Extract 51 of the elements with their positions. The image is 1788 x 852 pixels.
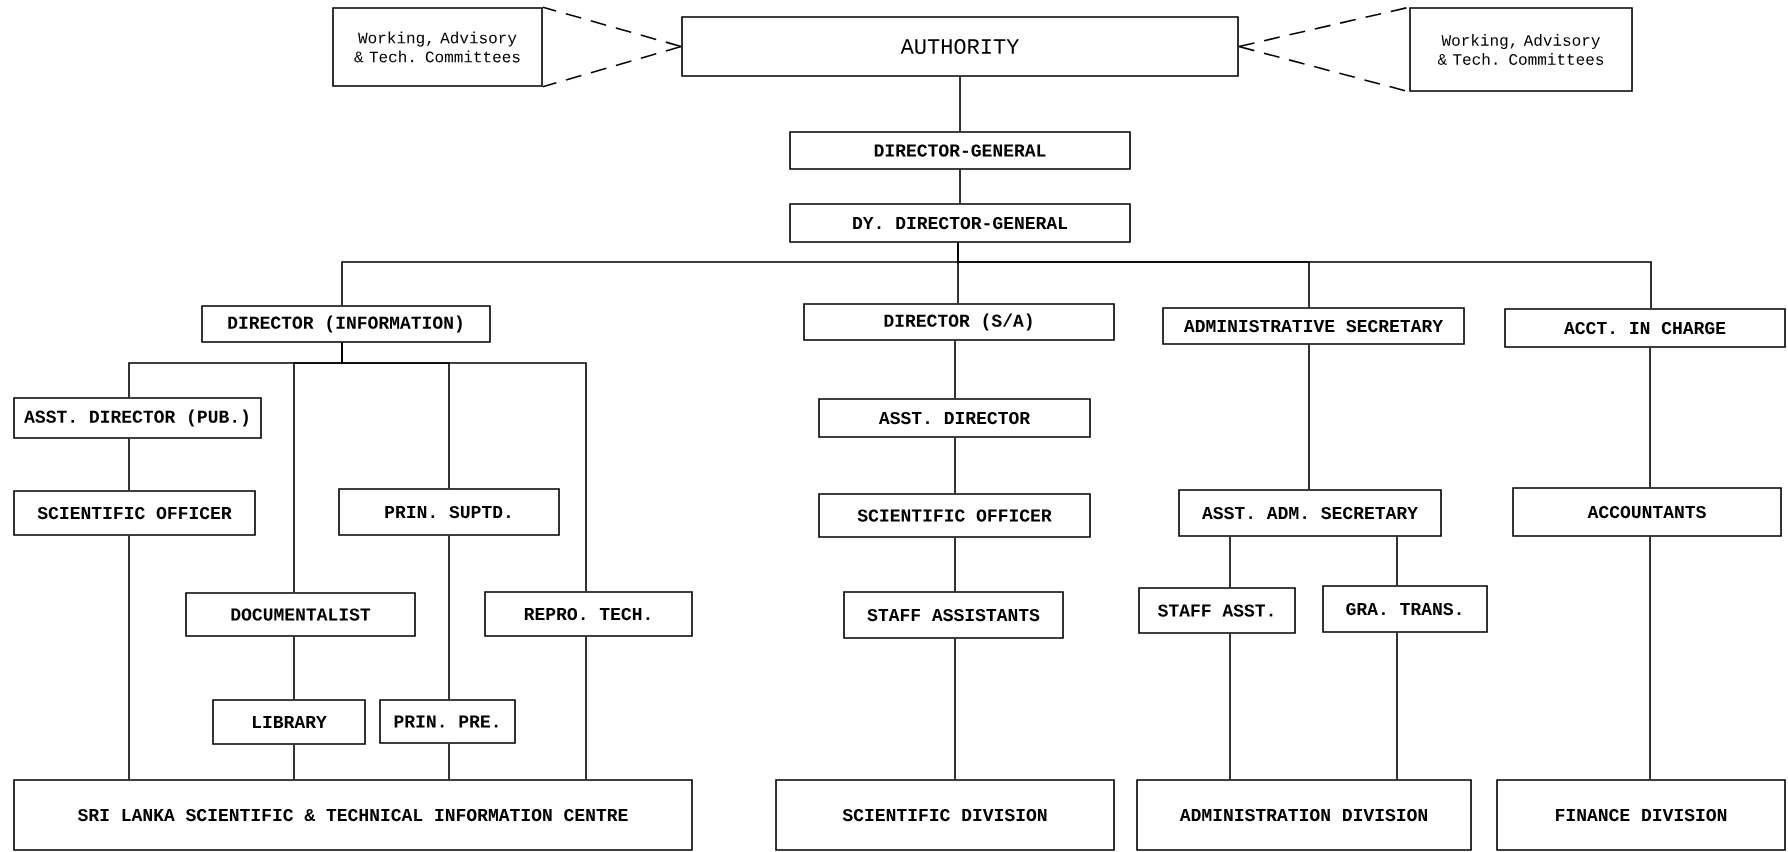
connector-line: [1649, 347, 1651, 488]
connector-line: [1396, 632, 1398, 780]
connector-line: [954, 340, 956, 399]
position-box: SCIENTIFIC OFFICER: [13, 490, 256, 536]
committee-box: Working, Advisory & Tech. Committees: [332, 7, 543, 87]
position-box: PRIN. SUPTD.: [338, 488, 560, 536]
position-box: ASST. DIRECTOR: [818, 398, 1091, 438]
position-box: ACCT. IN CHARGE: [1504, 308, 1786, 348]
connector-line: [448, 535, 450, 700]
division-box: FINANCE DIVISION: [1496, 779, 1786, 851]
position-box: DOCUMENTALIST: [185, 592, 416, 637]
position-box: ADMINISTRATIVE SECRETARY: [1162, 307, 1465, 345]
connector-line: [128, 535, 130, 780]
position-box: STAFF ASST.: [1138, 587, 1296, 634]
division-box: SRI LANKA SCIENTIFIC & TECHNICAL INFORMATION CENTRE: [13, 779, 693, 851]
division-box: ADMINISTRATION DIVISION: [1136, 779, 1472, 851]
position-box: GRA. TRANS.: [1322, 585, 1488, 633]
connector-line: [1396, 536, 1398, 586]
position-box: ASST. DIRECTOR (PUB.): [13, 397, 262, 439]
connector-line: [957, 242, 1652, 309]
connector-line: [293, 744, 295, 780]
connector-line: [1229, 536, 1231, 588]
connector-line: [585, 636, 587, 780]
position-box: LIBRARY: [212, 699, 366, 745]
position-box: STAFF ASSISTANTS: [843, 591, 1064, 639]
position-box: PRIN. PRE.: [379, 699, 516, 744]
position-box: AUTHORITY: [681, 16, 1239, 77]
position-box: DIRECTOR (INFORMATION): [201, 305, 491, 343]
connector-line: [954, 638, 956, 780]
connector-line: [293, 636, 295, 700]
position-box: SCIENTIFIC OFFICER: [818, 493, 1091, 538]
position-box: ACCOUNTANTS: [1512, 487, 1782, 537]
connector-line: [341, 342, 587, 592]
connector-line: [448, 743, 450, 780]
position-box: DIRECTOR (S/A): [803, 303, 1115, 341]
dashed-line: [542, 6, 682, 88]
position-box: REPRO. TECH.: [484, 591, 693, 637]
connector-line: [959, 169, 961, 204]
position-box: ASST. ADM. SECRETARY: [1178, 489, 1442, 537]
connector-line: [1308, 344, 1310, 490]
connector-line: [1229, 633, 1231, 780]
division-box: SCIENTIFIC DIVISION: [775, 779, 1115, 851]
connector-line: [1649, 536, 1651, 780]
connector-line: [954, 537, 956, 592]
connector-line: [128, 438, 130, 491]
position-box: DIRECTOR-GENERAL: [789, 131, 1131, 170]
committee-box: Working, Advisory & Tech. Committees: [1409, 7, 1633, 92]
connector-line: [959, 76, 961, 132]
connector-line: [954, 437, 956, 494]
position-box: DY. DIRECTOR-GENERAL: [789, 203, 1131, 243]
dashed-line: [1238, 6, 1410, 93]
